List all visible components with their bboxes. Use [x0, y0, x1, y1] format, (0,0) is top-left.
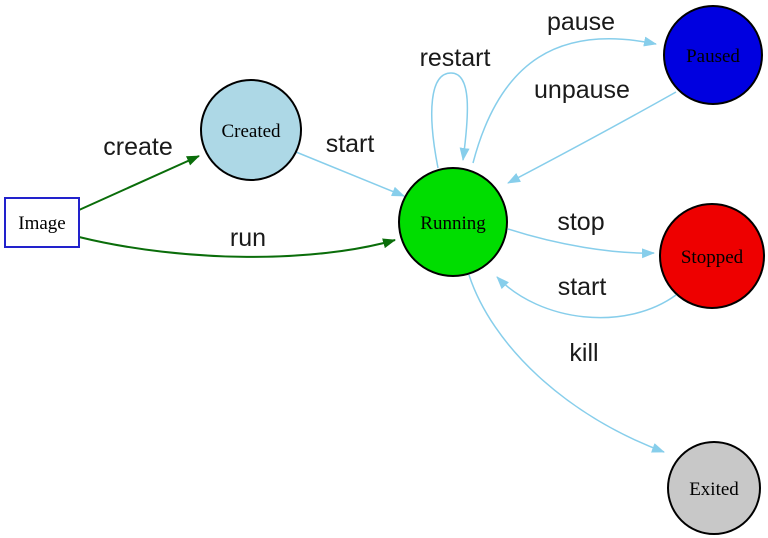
node-created-shape — [200, 79, 302, 181]
edge-stop — [507, 228, 655, 259]
edge-run — [78, 236, 396, 258]
node-created-label: Created — [221, 121, 281, 142]
node-exited: Exited — [667, 441, 761, 535]
edge-unpause — [507, 91, 677, 184]
edge-label-run: run — [230, 224, 266, 252]
edges-layer — [78, 36, 677, 453]
edge-create — [78, 155, 200, 211]
edge-label-create: create — [103, 133, 172, 161]
edge-kill — [468, 274, 665, 453]
node-running-label: Running — [420, 213, 486, 234]
edge-label-kill: kill — [569, 339, 598, 367]
node-image-shape — [4, 197, 80, 248]
node-created: Created — [200, 79, 302, 181]
edge-label-start-from-stopped: start — [558, 273, 607, 301]
nodes-layer: Image Created Running Paused Stopped Exi — [4, 5, 765, 535]
node-paused-label: Paused — [686, 46, 740, 67]
edge-label-start-from-created: start — [326, 130, 375, 158]
edge-label-pause: pause — [547, 8, 615, 36]
edge-start-from-created — [295, 151, 405, 197]
node-image-label: Image — [18, 213, 65, 234]
edge-label-stop: stop — [557, 208, 604, 236]
edge-label-restart: restart — [420, 44, 491, 72]
node-paused: Paused — [663, 5, 763, 105]
edge-labels-layer: create run start restart pause unpause s… — [103, 8, 630, 367]
node-running: Running — [398, 167, 508, 277]
node-stopped-label: Stopped — [681, 247, 744, 268]
node-paused-shape — [663, 5, 763, 105]
node-stopped-shape — [659, 203, 765, 309]
edge-restart-self-loop — [430, 72, 470, 169]
edge-start-from-stopped — [496, 276, 677, 319]
edge-label-unpause: unpause — [534, 76, 630, 104]
node-stopped: Stopped — [659, 203, 765, 309]
edge-pause — [472, 36, 657, 164]
node-running-shape — [398, 167, 508, 277]
node-image: Image — [4, 197, 80, 248]
node-exited-label: Exited — [689, 479, 739, 500]
node-exited-shape — [667, 441, 761, 535]
